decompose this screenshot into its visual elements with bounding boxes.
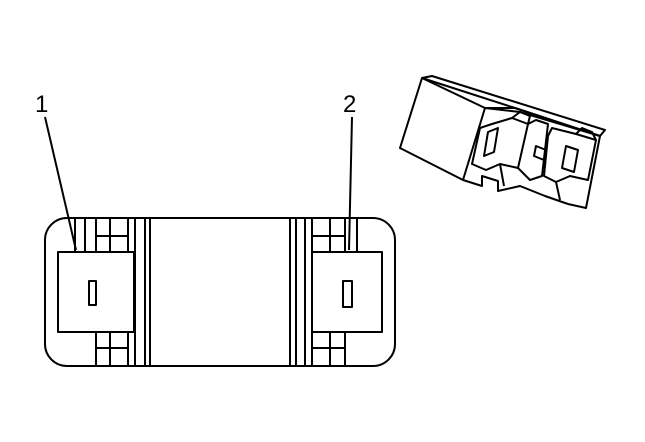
iso-latch-right-top	[575, 127, 597, 141]
iso-latch-left-edge	[499, 163, 505, 187]
iso-latch-right-edge	[555, 181, 561, 201]
iso-top-edge	[421, 77, 486, 109]
connector-face-view	[44, 217, 396, 367]
iso-latch-right	[543, 127, 597, 183]
iso-slot-left	[483, 127, 499, 157]
iso-front-bottom	[462, 175, 569, 205]
connector-housing	[44, 217, 396, 367]
iso-body-outline	[399, 77, 601, 209]
connector-isometric-view	[399, 75, 606, 209]
iso-slot-right	[561, 145, 579, 173]
callout-1-leader	[44, 116, 77, 251]
terminal-slot-left	[88, 280, 97, 306]
callout-2-label: 2	[343, 91, 356, 118]
callout-2-leader	[348, 116, 353, 251]
iso-divider-slot	[533, 145, 547, 161]
terminal-cavity-left	[57, 218, 151, 366]
terminal-slot-right	[342, 280, 353, 308]
terminal-cavity-right	[289, 218, 383, 366]
iso-latch-left-top	[511, 111, 531, 125]
callout-1-label: 1	[35, 91, 48, 118]
iso-top-face	[421, 75, 606, 137]
